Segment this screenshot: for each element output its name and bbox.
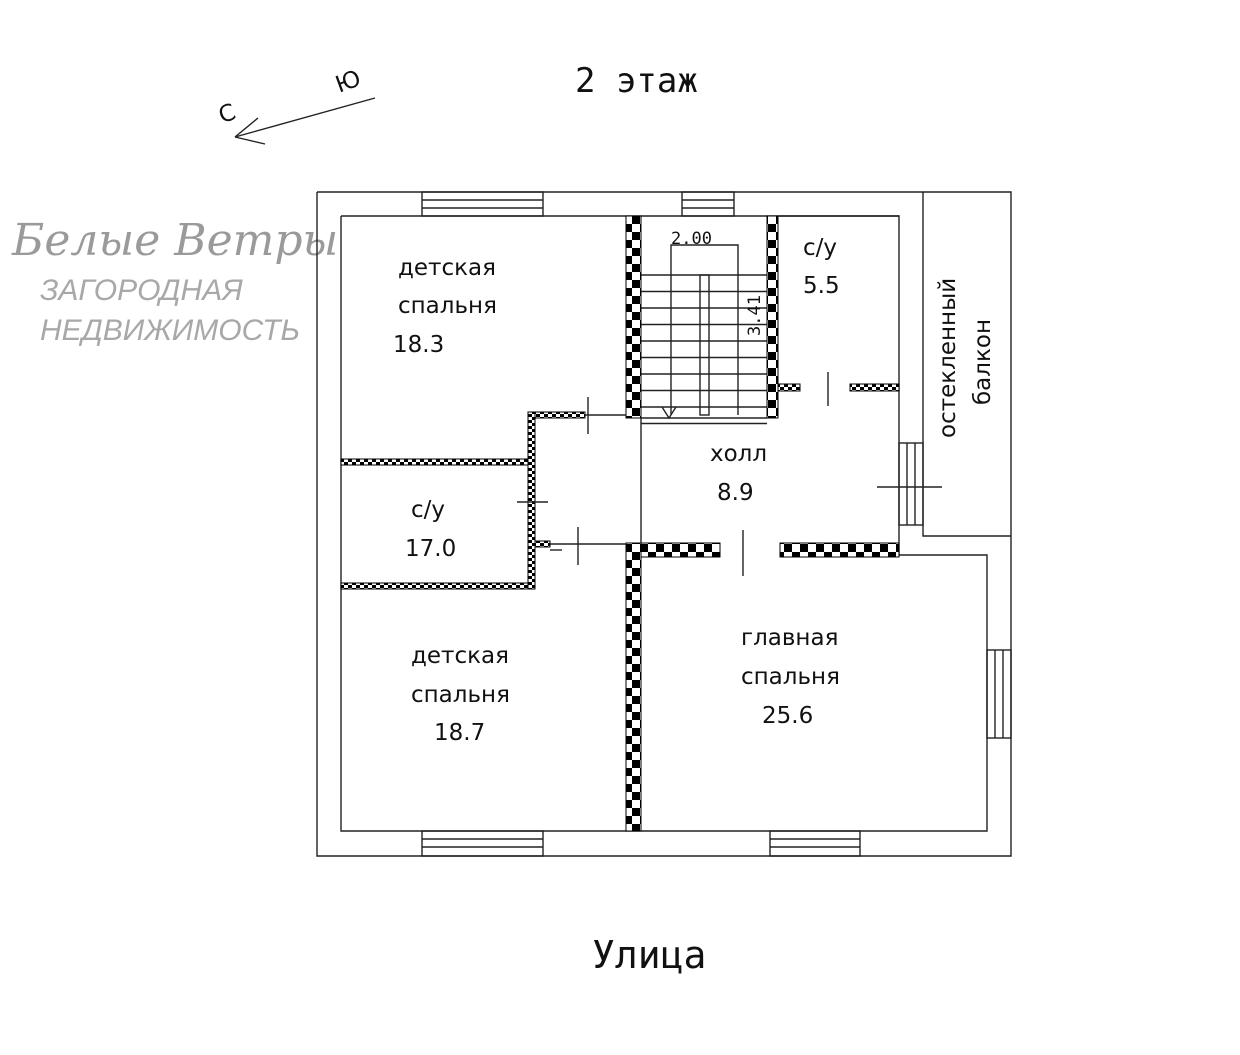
- window: [681, 191, 735, 217]
- room-label: детская: [411, 643, 509, 669]
- interior-load-walls: [625, 215, 900, 832]
- compass-north: С: [215, 99, 239, 129]
- floor-title: 2 этаж: [575, 61, 698, 101]
- room-label: детская: [398, 255, 496, 281]
- compass-arrow-icon: [234, 97, 376, 145]
- room-label: балкон: [970, 319, 996, 405]
- partitions: [340, 215, 900, 590]
- room-label: с/у: [411, 497, 445, 523]
- room-area: 25.6: [762, 703, 813, 729]
- room-area: 18.3: [393, 332, 444, 358]
- room-label: главная: [741, 625, 838, 651]
- room-label: с/у: [803, 235, 837, 261]
- room-balcony: остекленный балкон: [935, 278, 996, 438]
- street-label: Улица: [592, 933, 706, 977]
- room-detskaya-2: детская спальня 18.7: [411, 643, 510, 746]
- room-detskaya-1: детская спальня 18.3: [393, 255, 497, 358]
- compass-south: Ю: [332, 66, 364, 99]
- watermark-line2: НЕДВИЖИМОСТЬ: [40, 314, 300, 347]
- window: [986, 649, 1012, 739]
- watermark-brand: Белые Ветры: [11, 215, 338, 266]
- balcony-door: [898, 442, 924, 526]
- room-label: спальня: [741, 664, 840, 690]
- stair-width-label: 2.00: [671, 229, 712, 249]
- room-bathroom-1: с/у 5.5: [803, 235, 840, 299]
- room-area: 8.9: [717, 480, 754, 506]
- room-label: спальня: [398, 293, 497, 319]
- window: [421, 830, 544, 857]
- staircase: [641, 244, 767, 425]
- window: [421, 191, 544, 217]
- room-label: холл: [710, 441, 767, 467]
- watermark-logo: Белые Ветры ЗАГОРОДНАЯ НЕДВИЖИМОСТЬ: [11, 215, 338, 347]
- room-area: 18.7: [434, 720, 485, 746]
- doors: [517, 372, 942, 576]
- room-area: 17.0: [405, 536, 456, 562]
- room-label: спальня: [411, 682, 510, 708]
- room-bathroom-2: с/у 17.0: [405, 497, 456, 562]
- room-hall: холл 8.9: [710, 441, 767, 506]
- room-area: 5.5: [803, 273, 840, 299]
- watermark-line1: ЗАГОРОДНАЯ: [40, 274, 243, 307]
- window: [769, 830, 861, 857]
- room-master-bedroom: главная спальня 25.6: [741, 625, 840, 729]
- room-label: остекленный: [935, 278, 961, 438]
- windows: [421, 191, 1012, 857]
- stair-length-label: 3.41: [745, 295, 765, 336]
